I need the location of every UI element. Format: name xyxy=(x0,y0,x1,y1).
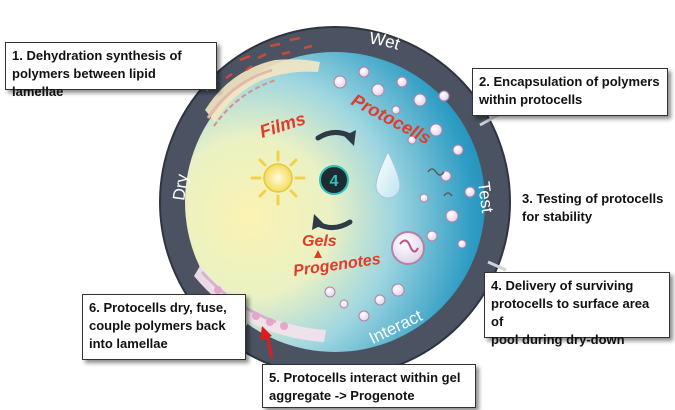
sun-icon xyxy=(250,150,306,206)
gels-down-marker xyxy=(314,250,322,258)
callout-step-1: 1. Dehydration synthesis of polymers bet… xyxy=(5,42,217,99)
cycle-arrow-head xyxy=(312,214,324,230)
ring-label-dry: Dry xyxy=(169,172,192,201)
callout-step-5: 5. Protocells interact within gel aggreg… xyxy=(262,364,476,408)
cycle-number: 4 xyxy=(330,173,339,190)
ring-separator xyxy=(479,113,499,127)
callout-step-4: 4. Delivery of surviving protocells to s… xyxy=(484,272,670,347)
pointer-arrow-head xyxy=(260,326,272,340)
lipid-lamellae-top xyxy=(205,36,320,127)
label-gels: Gels xyxy=(302,233,337,250)
note-step-3: 3. Testing of protocells for stability xyxy=(522,191,664,224)
ring-label-test: Test xyxy=(474,180,497,214)
protocell-bubbles xyxy=(324,66,476,322)
polymer-strand-icon xyxy=(427,168,445,176)
inner-disc xyxy=(185,52,485,352)
water-drop-icon xyxy=(375,150,401,199)
polymer-strand-icon xyxy=(443,192,453,197)
ring-separator xyxy=(487,260,507,272)
cycle-number-badge xyxy=(319,165,349,195)
cycle-arrow-head xyxy=(344,130,356,146)
callout-step-2: 2. Encapsulation of polymers within prot… xyxy=(472,68,668,116)
callout-step-6: 6. Protocells dry, fuse, couple polymers… xyxy=(82,294,246,360)
gel-aggregate-icon xyxy=(391,231,425,265)
